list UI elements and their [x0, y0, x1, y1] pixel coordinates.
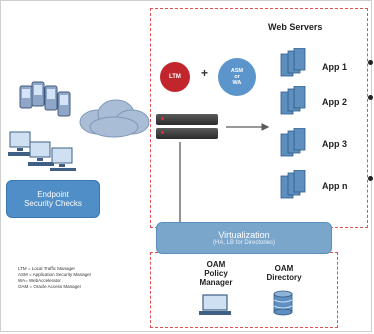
app-label: App 3	[322, 139, 348, 149]
mobile-device-icon	[19, 81, 71, 117]
oam-label: OAM	[206, 260, 226, 269]
bullet-dot	[368, 95, 373, 100]
web-servers-title: Web Servers	[268, 22, 323, 32]
legend-item: LTM = Local Traffic Manager	[18, 266, 75, 271]
server-icon	[280, 86, 306, 115]
manager-label: Manager	[199, 278, 233, 287]
wa-label: WA	[232, 80, 242, 87]
ltm-label: LTM	[169, 73, 181, 80]
laptop-icon	[199, 294, 231, 315]
asm-label: ASM	[230, 67, 244, 74]
oam-policy-manager-label: OAM Policy Manager	[194, 260, 238, 287]
legend-item: ASM = Application Security Manager	[18, 272, 92, 277]
network-appliance-icon	[156, 128, 218, 139]
database-icon	[273, 290, 293, 316]
app-label: App n	[322, 181, 348, 191]
server-icon	[280, 128, 306, 157]
ltm-badge: LTM	[160, 62, 190, 92]
server-icon	[280, 48, 306, 77]
virtualization-box: Virtualization (HA, LB for Directories)	[156, 222, 332, 254]
policy-label: Policy	[204, 269, 228, 278]
directory-label: Directory	[266, 273, 302, 282]
endpoint-label-line2: Security Checks	[24, 199, 82, 208]
legend: LTM = Local Traffic Manager ASM = Applic…	[18, 266, 91, 290]
legend-item: WA= WebAccelerator	[18, 278, 61, 283]
server-icon	[280, 170, 306, 199]
oam-label: OAM	[274, 264, 294, 273]
asm-badge: ASM or WA	[218, 58, 256, 96]
app-label: App 1	[322, 62, 348, 72]
virtualization-subtitle: (HA, LB for Directories)	[212, 240, 275, 246]
oam-directory-label: OAM Directory	[258, 264, 310, 282]
bullet-dot	[368, 60, 373, 65]
endpoint-label-line1: Endpoint	[37, 190, 69, 199]
asm-or-label: or	[234, 73, 240, 80]
app-label: App 2	[322, 97, 348, 107]
virtualization-title: Virtualization	[218, 230, 270, 240]
network-appliance-icon	[156, 114, 218, 125]
endpoint-security-box: Endpoint Security Checks	[6, 180, 100, 218]
cloud-icon	[79, 99, 150, 138]
legend-item: OAM = Oracle Access Manager	[18, 284, 82, 289]
desktop-computer-icon	[8, 131, 76, 171]
bullet-dot	[368, 176, 373, 181]
plus-sign: +	[201, 66, 209, 80]
